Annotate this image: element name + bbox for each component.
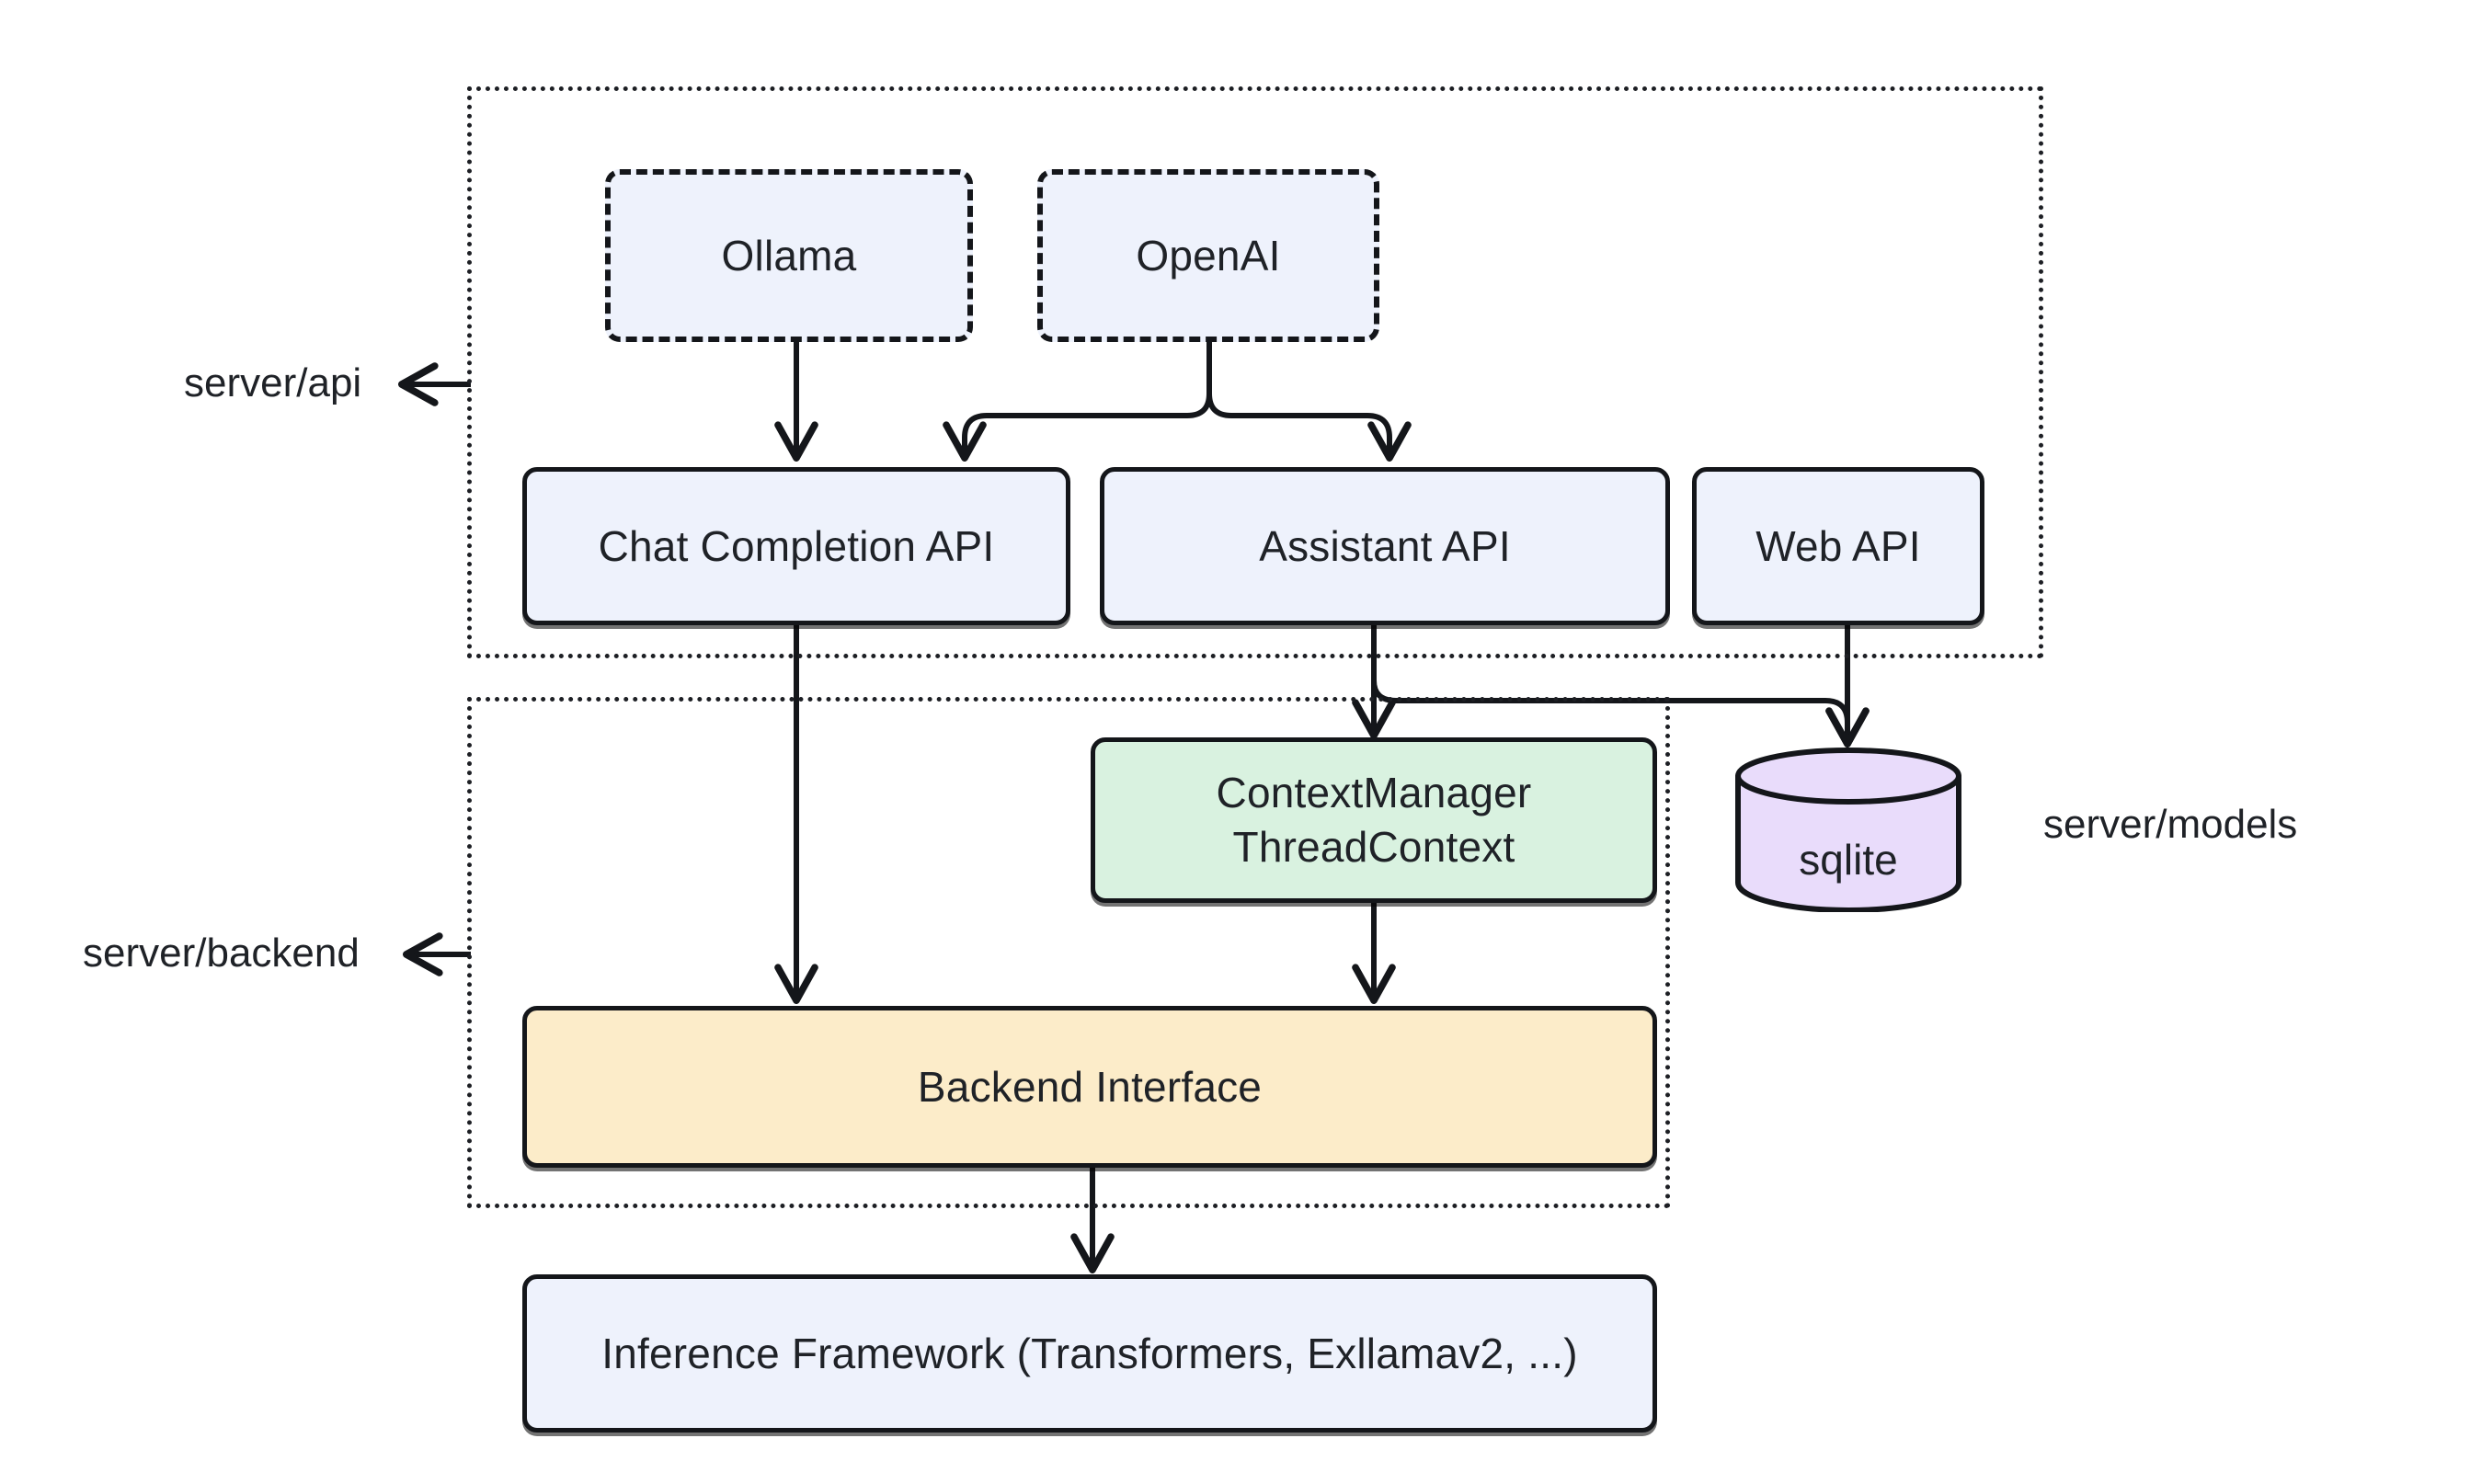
node-chat-completion-api-label: Chat Completion API xyxy=(598,521,995,570)
server-api-container xyxy=(467,86,2043,658)
node-web-api-label: Web API xyxy=(1755,521,1921,570)
node-inference-framework-label: Inference Framework (Transformers, Exlla… xyxy=(601,1329,1578,1377)
node-ollama[interactable]: Ollama xyxy=(605,169,973,342)
node-backend-interface[interactable]: Backend Interface xyxy=(522,1006,1657,1168)
node-context-manager-label-line1: ContextManager xyxy=(1216,769,1532,817)
server-models-caption: server/models xyxy=(2043,802,2298,847)
server-api-caption: server/api xyxy=(184,360,362,405)
node-web-api[interactable]: Web API xyxy=(1692,467,1984,625)
node-assistant-api[interactable]: Assistant API xyxy=(1100,467,1670,625)
node-ollama-label: Ollama xyxy=(721,231,857,280)
node-assistant-api-label: Assistant API xyxy=(1259,521,1511,570)
node-openai-label: OpenAI xyxy=(1136,231,1281,280)
node-backend-interface-label: Backend Interface xyxy=(917,1062,1263,1111)
node-sqlite-label: sqlite xyxy=(1799,836,1898,884)
node-chat-completion-api[interactable]: Chat Completion API xyxy=(522,467,1070,625)
node-context-manager-label-line2: ThreadContext xyxy=(1232,823,1515,871)
server-backend-container xyxy=(467,697,1670,1208)
server-backend-caption: server/backend xyxy=(83,930,360,976)
node-openai[interactable]: OpenAI xyxy=(1037,169,1379,342)
node-sqlite[interactable]: sqlite xyxy=(1733,747,1963,913)
database-cylinder-icon xyxy=(1735,748,1961,913)
node-context-manager[interactable]: ContextManager ThreadContext xyxy=(1091,737,1657,903)
node-inference-framework[interactable]: Inference Framework (Transformers, Exlla… xyxy=(522,1274,1657,1433)
